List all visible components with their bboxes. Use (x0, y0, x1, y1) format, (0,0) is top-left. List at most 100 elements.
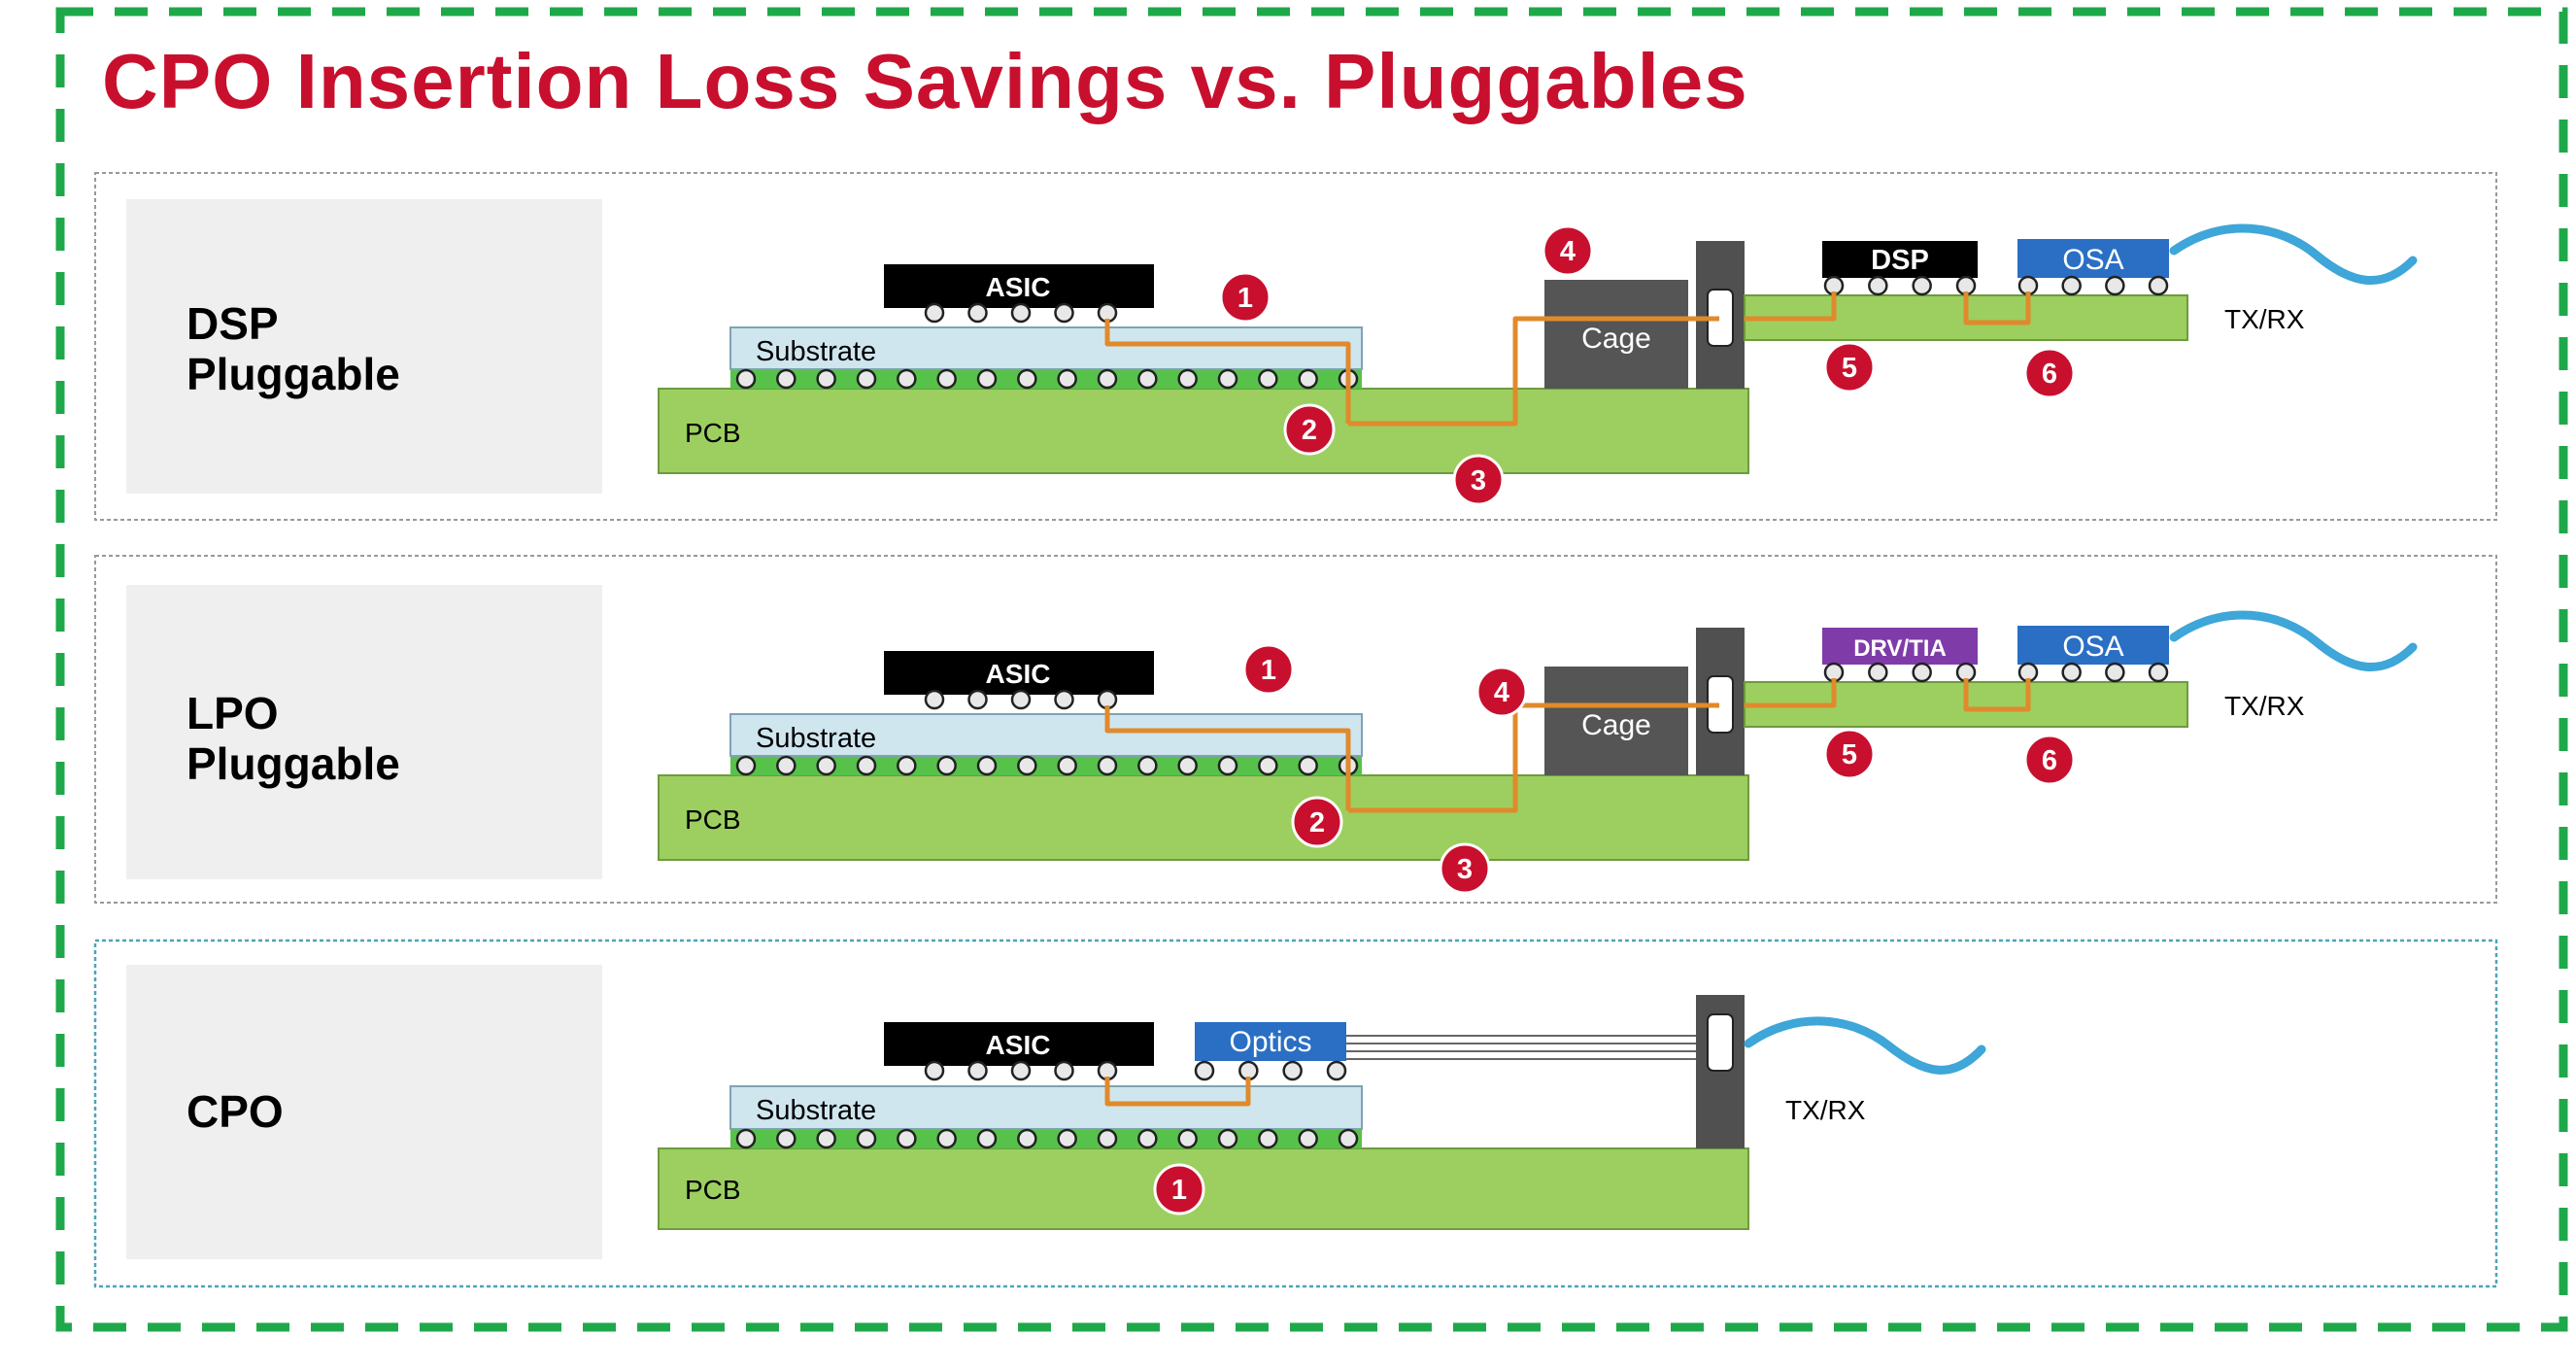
substrate-label-dsp: Substrate (756, 336, 876, 367)
substrate-bump (897, 755, 917, 776)
asic-bump (924, 689, 945, 710)
substrate-bump (1177, 368, 1198, 390)
osa-bump (2105, 275, 2125, 296)
loss-marker-5-dsp-label: 5 (1842, 353, 1857, 384)
loss-marker-1-lpo: 1 (1242, 643, 1295, 696)
substrate-bump (1057, 755, 1077, 776)
substrate-label-cpo: Substrate (756, 1095, 876, 1126)
row-label-pluggable: Pluggable (186, 738, 400, 789)
txrx-label-dsp: TX/RX (2224, 304, 2305, 334)
row-label-lpo-pluggable: LPO Pluggable (186, 688, 400, 789)
substrate-lpo (729, 713, 1363, 757)
substrate-bump (1017, 1128, 1037, 1149)
module-chip-label-lpo: DRV/TIA (1853, 635, 1947, 662)
substrate-bump (897, 1128, 917, 1149)
loss-marker-6-lpo-circle (2023, 734, 2076, 786)
asic-bump (1010, 302, 1032, 324)
loss-marker-3-dsp: 3 (1452, 454, 1505, 506)
txrx-label-cpo: TX/RX (1785, 1095, 1866, 1125)
optics-chip-cpo (1195, 1022, 1346, 1061)
substrate-bump (936, 755, 957, 776)
asic-bump (1010, 689, 1032, 710)
txrx-label-lpo: TX/RX (2224, 691, 2305, 721)
loss-marker-4-lpo-circle (1475, 666, 1528, 718)
osa-bump (2061, 275, 2082, 296)
bump-strip-cpo (730, 1129, 1362, 1148)
optics-bump (1282, 1060, 1303, 1081)
substrate-bump (1217, 1128, 1238, 1149)
substrate-bump (1258, 755, 1278, 776)
asic-label-cpo: ASIC (986, 1030, 1051, 1060)
osa-bump (2148, 275, 2169, 296)
module-chip-lpo (1822, 628, 1978, 665)
substrate-bump (1298, 755, 1318, 776)
trace-connector-to-chip-dsp (1745, 291, 1837, 322)
substrate-bump (1137, 1128, 1158, 1149)
module-chip-dsp (1822, 241, 1978, 278)
substrate-bump (1137, 368, 1158, 390)
module-chip-bump (1912, 275, 1932, 296)
loss-marker-4-lpo: 4 (1475, 666, 1528, 718)
osa-bump (2061, 662, 2082, 683)
loss-marker-1-dsp: 1 (1219, 271, 1271, 324)
asic-chip-lpo (884, 651, 1154, 695)
loss-marker-2-dsp: 2 (1283, 403, 1336, 456)
substrate-bump (1177, 755, 1198, 776)
substrate-bump (1137, 755, 1158, 776)
substrate-bump (735, 1128, 757, 1149)
loss-marker-2-dsp-label: 2 (1302, 415, 1317, 446)
loss-marker-1-cpo-circle (1153, 1163, 1205, 1215)
module-chip-bump (1868, 662, 1888, 683)
substrate-bump (856, 368, 877, 390)
substrate-bump (816, 755, 836, 776)
loss-marker-1-dsp-circle (1219, 271, 1271, 324)
fiber-lpo (2169, 610, 2418, 671)
substrate-bump (735, 368, 757, 390)
loss-marker-4-dsp-circle (1542, 224, 1594, 277)
loss-marker-2-dsp-circle (1283, 403, 1336, 456)
loss-marker-2-lpo-label: 2 (1309, 807, 1325, 839)
osa-lpo (2017, 626, 2169, 665)
asic-bump (967, 689, 988, 710)
faceplate-window-cpo (1707, 1013, 1734, 1072)
osa-label-dsp: OSA (2062, 244, 2123, 276)
substrate-bump (1298, 368, 1318, 390)
osa-dsp (2017, 239, 2169, 278)
outer-dashed-frame (55, 7, 2568, 1332)
substrate-bump (897, 368, 917, 390)
substrate-bump (816, 1128, 836, 1149)
loss-marker-4-dsp-label: 4 (1560, 236, 1576, 267)
asic-bump (1054, 302, 1074, 324)
loss-marker-3-dsp-label: 3 (1471, 465, 1486, 496)
module-chip-label-dsp: DSP (1871, 245, 1929, 276)
substrate-bump (816, 368, 836, 390)
asic-chip-dsp (884, 264, 1154, 308)
substrate-bump (1298, 1128, 1318, 1149)
substrate-bump (1057, 1128, 1077, 1149)
substrate-bump (1097, 1128, 1118, 1149)
trace-connector-to-chip-lpo (1745, 678, 1837, 708)
trace-chip-to-osa-lpo (1963, 678, 2031, 712)
asic-bump (1054, 689, 1074, 710)
trace-pcb-to-cage-dsp (1348, 316, 1719, 427)
substrate-bump (1017, 755, 1037, 776)
row-label-dsp: DSP (186, 298, 279, 349)
substrate-bump (776, 755, 797, 776)
pcb-label-lpo: PCB (685, 804, 741, 835)
loss-marker-1-cpo: 1 (1153, 1163, 1205, 1215)
cage-label-dsp: Cage (1581, 323, 1651, 355)
osa-bump (2105, 662, 2125, 683)
label-box-dsp (126, 199, 602, 494)
loss-marker-1-lpo-circle (1242, 643, 1295, 696)
loss-marker-6-dsp-circle (2023, 347, 2076, 399)
asic-bump (924, 302, 945, 324)
loss-marker-5-lpo-label: 5 (1842, 739, 1857, 770)
substrate-bump (976, 1128, 998, 1149)
substrate-bump (1057, 368, 1077, 390)
loss-marker-4-dsp: 4 (1542, 224, 1594, 277)
row-label-lpo: LPO (186, 688, 279, 738)
asic-bump (1010, 1060, 1032, 1081)
pcb-lpo (658, 774, 1749, 861)
substrate-bump (1017, 368, 1037, 390)
substrate-bump (936, 368, 957, 390)
